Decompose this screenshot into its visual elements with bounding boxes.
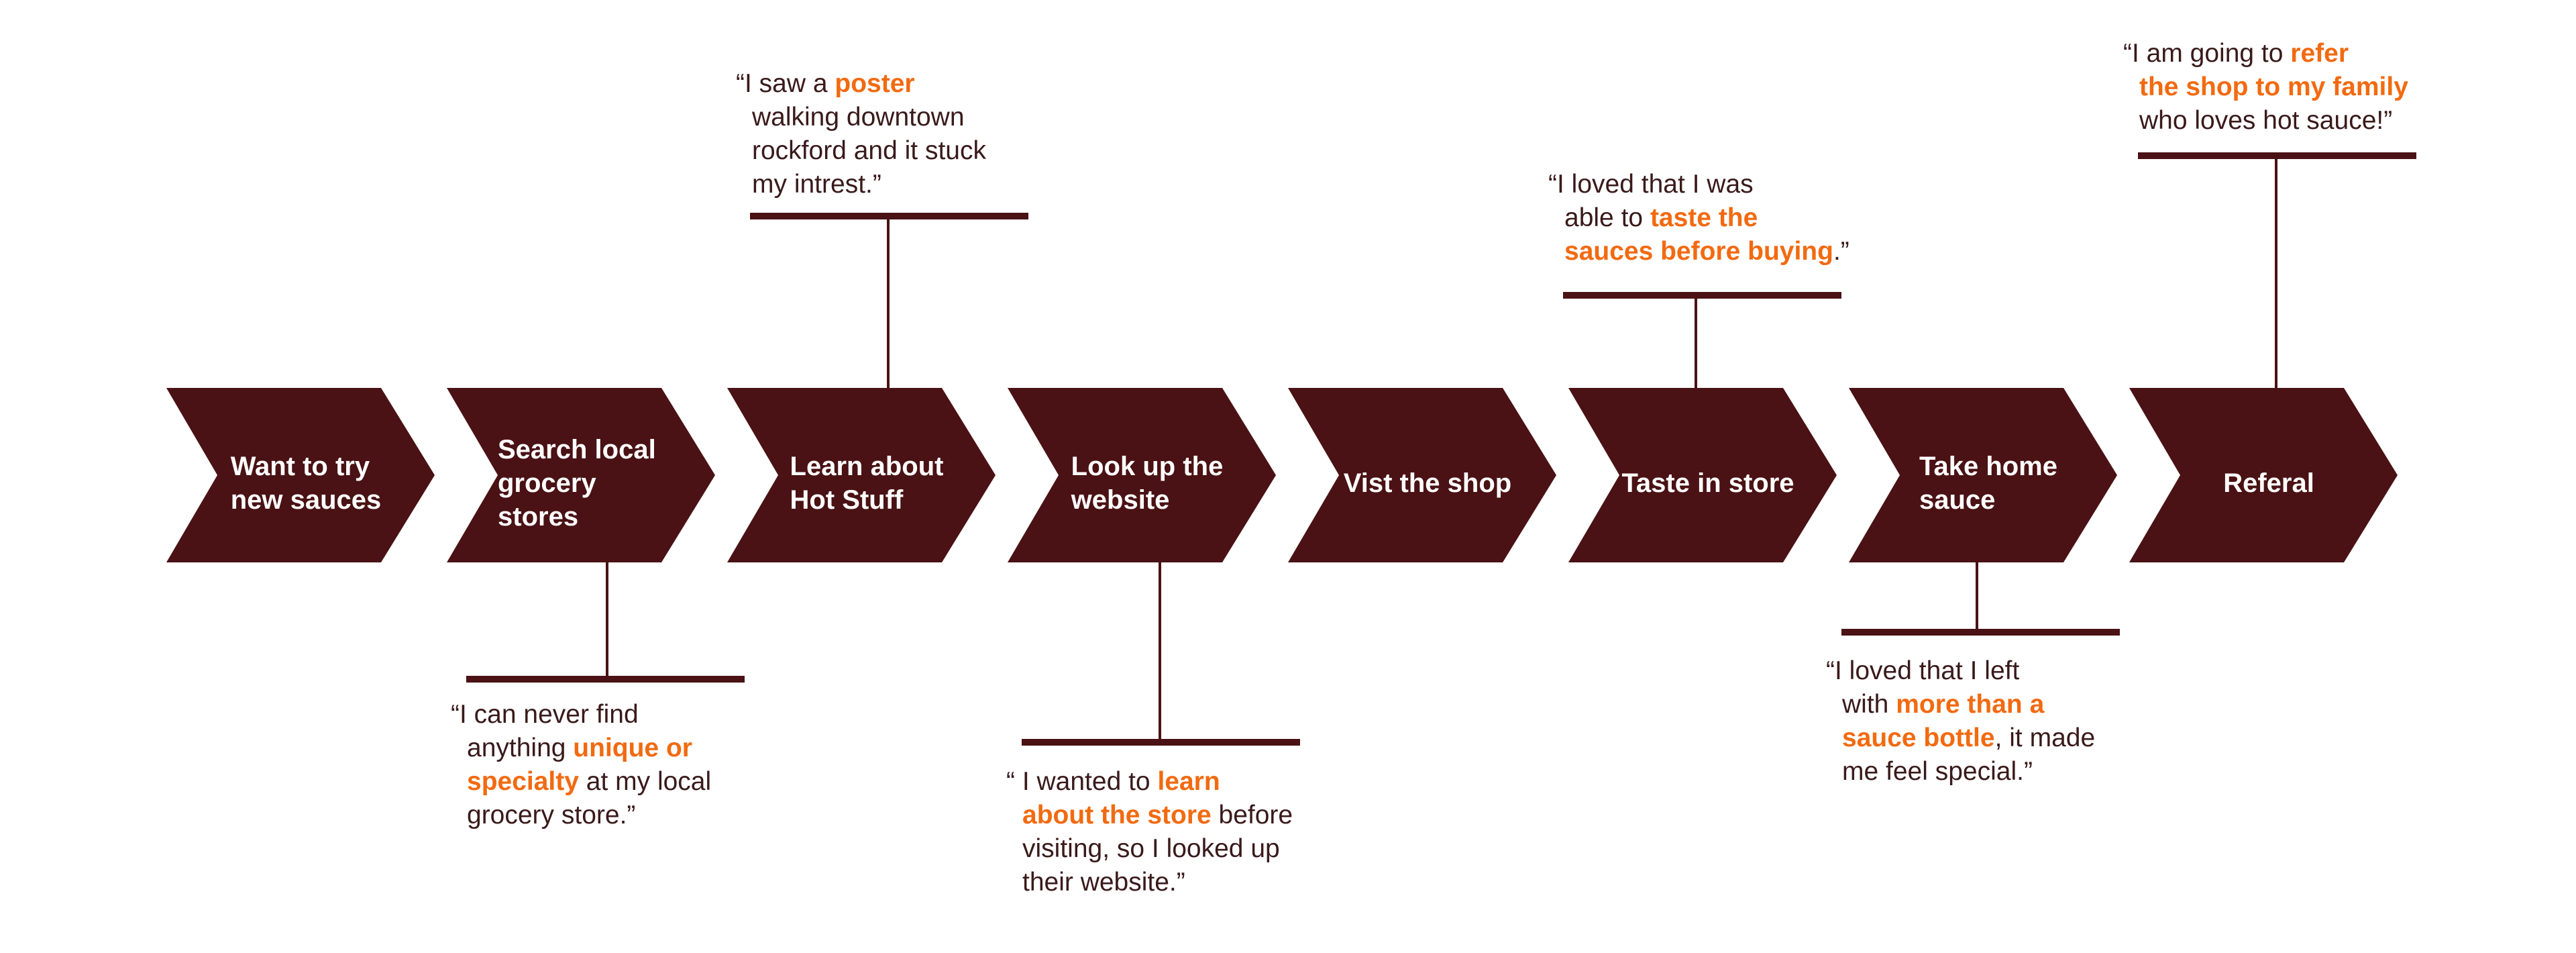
quote-line: “I saw a poster (736, 67, 986, 101)
quote-line: specialty at my local (451, 765, 711, 799)
quote-highlight: unique or (573, 734, 692, 762)
quote-highlight: the shop to my family (2139, 72, 2408, 101)
stage-label: Vist the shop (1339, 440, 1516, 527)
connector-bar (1841, 629, 2120, 636)
quote-segment: before (1211, 801, 1293, 830)
stage-chevron (447, 388, 715, 562)
stage-label-line: grocery stores (498, 468, 596, 532)
quote-line: “I am going to refer (2123, 37, 2408, 70)
quote-highlight: about the store (1022, 801, 1212, 830)
quote-line: their website.” (1006, 866, 1293, 899)
stage-label-line: Search local (498, 435, 656, 464)
stage-label-line: Learn about (790, 452, 944, 481)
stage-label: Take home sauce (1900, 440, 2077, 527)
stage-chevron (2129, 388, 2398, 562)
quote-segment: grocery store.” (467, 801, 636, 830)
stage-chevron (1568, 388, 1837, 562)
quote-highlight: poster (835, 69, 915, 98)
quote-line: rockford and it stuck (736, 134, 986, 168)
stage-label-line: sauce (1919, 485, 1996, 515)
quote-segment: rockford and it stuck (752, 136, 986, 165)
quote-line: “ I wanted to learn (1006, 765, 1293, 799)
quote-segment: “I saw a (736, 69, 835, 98)
quote-segment: me feel special.” (1842, 757, 2033, 786)
quote-highlight: refer (2290, 39, 2349, 68)
quote-line: “I can never find (451, 698, 711, 732)
quote-line: the shop to my family (2123, 70, 2408, 104)
quote-segment: able to (1564, 203, 1650, 232)
connector-bar (750, 213, 1028, 219)
connector-bar (1022, 739, 1300, 746)
stage-chevron (1008, 388, 1276, 562)
stage-label-line: Referal (2223, 468, 2314, 498)
stage-chevron (727, 388, 996, 562)
quote-highlight: sauce bottle (1842, 723, 1995, 752)
quote-highlight: more than a (1896, 690, 2045, 719)
quote-line: visiting, so I looked up (1006, 832, 1293, 866)
quote-line: “I loved that I was (1548, 168, 1849, 201)
quote-segment: visiting, so I looked up (1022, 834, 1280, 863)
quote-segment: who loves hot sauce!” (2139, 106, 2393, 135)
quote-line: who loves hot sauce!” (2123, 104, 2408, 138)
quote-segment: “I loved that I left (1826, 656, 2020, 685)
stage-label-line: Look up the (1071, 452, 1224, 481)
quote-line: about the store before (1006, 799, 1293, 832)
stage-label-line: Take home (1919, 452, 2057, 481)
quote-highlight: taste the (1650, 203, 1758, 232)
quote-segment: walking downtown (752, 103, 965, 132)
quote-line: “I loved that I left (1826, 654, 2095, 688)
quote-line: my intrest.” (736, 168, 986, 201)
quote-segment: anything (467, 734, 574, 762)
stage-label: Want to try new sauces (217, 440, 394, 527)
quote-line: grocery store.” (451, 799, 711, 832)
quote-segment: their website.” (1022, 868, 1185, 897)
stage-label: Referal (2180, 440, 2357, 527)
stage-chevron (1849, 388, 2117, 562)
quote-segment: , it made (1994, 723, 2096, 752)
stage-chevron (166, 388, 435, 562)
quote-segment: “I can never find (451, 700, 639, 729)
quote-segment: “ I wanted to (1006, 767, 1158, 796)
quote-line: able to taste the (1548, 201, 1849, 235)
quote-line: me feel special.” (1826, 755, 2095, 789)
quote-line: sauces before buying.” (1548, 235, 1849, 268)
quote-line: walking downtown (736, 101, 986, 134)
quote-highlight: sauces before buying (1564, 237, 1833, 266)
stage-label-line: new sauces (230, 485, 382, 515)
stage-label-line: Vist the shop (1343, 468, 1512, 498)
quote-line: with more than a (1826, 688, 2095, 721)
stage-label: Search local grocery stores (498, 435, 675, 532)
quote-line: anything unique or (451, 732, 711, 765)
quote-segment: .” (1833, 237, 1849, 266)
stage-chevron (1288, 388, 1556, 562)
quote-highlight: specialty (467, 767, 579, 796)
quote-segment: my intrest.” (752, 170, 881, 199)
quote-segment: “I am going to (2123, 39, 2291, 68)
stage-label: Taste in store (1619, 440, 1796, 527)
quote-line: sauce bottle, it made (1826, 721, 2095, 755)
quote-segment: “I loved that I was (1548, 170, 1754, 199)
quote-segment: with (1842, 690, 1896, 719)
stage-label: Look up the website (1059, 440, 1236, 527)
connector-bar (466, 676, 745, 683)
connector-bar (2138, 152, 2416, 159)
quote-segment: at my local (578, 767, 712, 796)
stage-label-line: website (1071, 485, 1170, 515)
connector-bar (1563, 292, 1841, 299)
quote-highlight: learn (1157, 767, 1220, 796)
stage-label-line: Taste in store (1621, 468, 1794, 498)
stage-label-line: Hot Stuff (790, 485, 904, 515)
stage-label-line: Want to try (230, 452, 370, 481)
